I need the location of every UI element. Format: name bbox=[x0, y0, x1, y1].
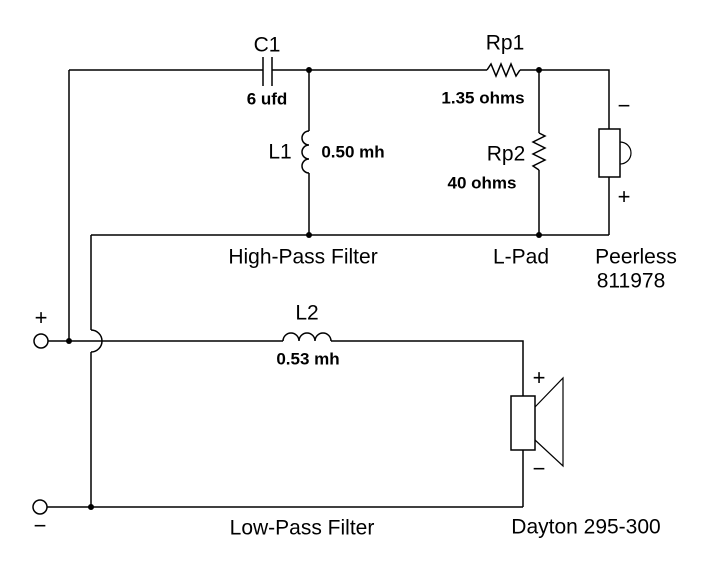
tweeter-brand: Peerless bbox=[595, 245, 677, 269]
inductor-l1-value: 0.50 mh bbox=[321, 142, 385, 162]
woofer-model: Dayton 295-300 bbox=[511, 515, 661, 539]
low-pass-section-label: Low-Pass Filter bbox=[229, 516, 375, 540]
tweeter-body bbox=[598, 128, 621, 178]
lpad-label: L-Pad bbox=[492, 245, 550, 269]
resistor-rp1-ref: Rp1 bbox=[485, 31, 525, 55]
capacitor-c1-ref: C1 bbox=[253, 33, 281, 57]
input-terminal-minus bbox=[32, 499, 48, 515]
input-plus-sign: + bbox=[34, 305, 48, 330]
junction-dot bbox=[306, 232, 312, 238]
resistor-rp2-ref: Rp2 bbox=[486, 142, 526, 166]
high-pass-section-label: High-Pass Filter bbox=[228, 245, 378, 269]
tweeter-model: 811978 bbox=[596, 269, 666, 293]
woofer-body bbox=[510, 395, 536, 451]
input-minus-sign: − bbox=[33, 513, 47, 538]
tweeter-neg-sign: − bbox=[617, 93, 631, 118]
resistor-rp1-value: 1.35 ohms bbox=[441, 88, 525, 108]
resistor-rp2-zigzag bbox=[531, 132, 547, 171]
wire-top-right bbox=[520, 69, 610, 129]
resistor-rp2-value: 40 ohms bbox=[447, 173, 517, 193]
junction-dot bbox=[66, 338, 72, 344]
wire-lp-top-right bbox=[331, 340, 524, 396]
junction-dot bbox=[536, 232, 542, 238]
inductor-l2-ref: L2 bbox=[295, 301, 319, 325]
inductor-l2-coil bbox=[282, 332, 332, 342]
inductor-l1-coil bbox=[301, 130, 310, 174]
tweeter-pos-sign: + bbox=[617, 184, 631, 209]
junction-dot bbox=[306, 67, 312, 73]
tweeter-dome bbox=[619, 141, 632, 165]
inductor-l1-ref: L1 bbox=[268, 140, 292, 164]
junction-dot bbox=[536, 67, 542, 73]
capacitor-c1-value: 6 ufd bbox=[246, 89, 288, 109]
input-terminal-plus bbox=[33, 333, 49, 349]
woofer-pos-sign: + bbox=[532, 365, 546, 390]
inductor-l2-value: 0.53 mh bbox=[276, 349, 340, 369]
woofer-neg-sign: − bbox=[532, 456, 546, 481]
resistor-rp1-zigzag bbox=[486, 62, 521, 78]
junction-dot bbox=[88, 504, 94, 510]
woofer-cone bbox=[534, 376, 564, 468]
